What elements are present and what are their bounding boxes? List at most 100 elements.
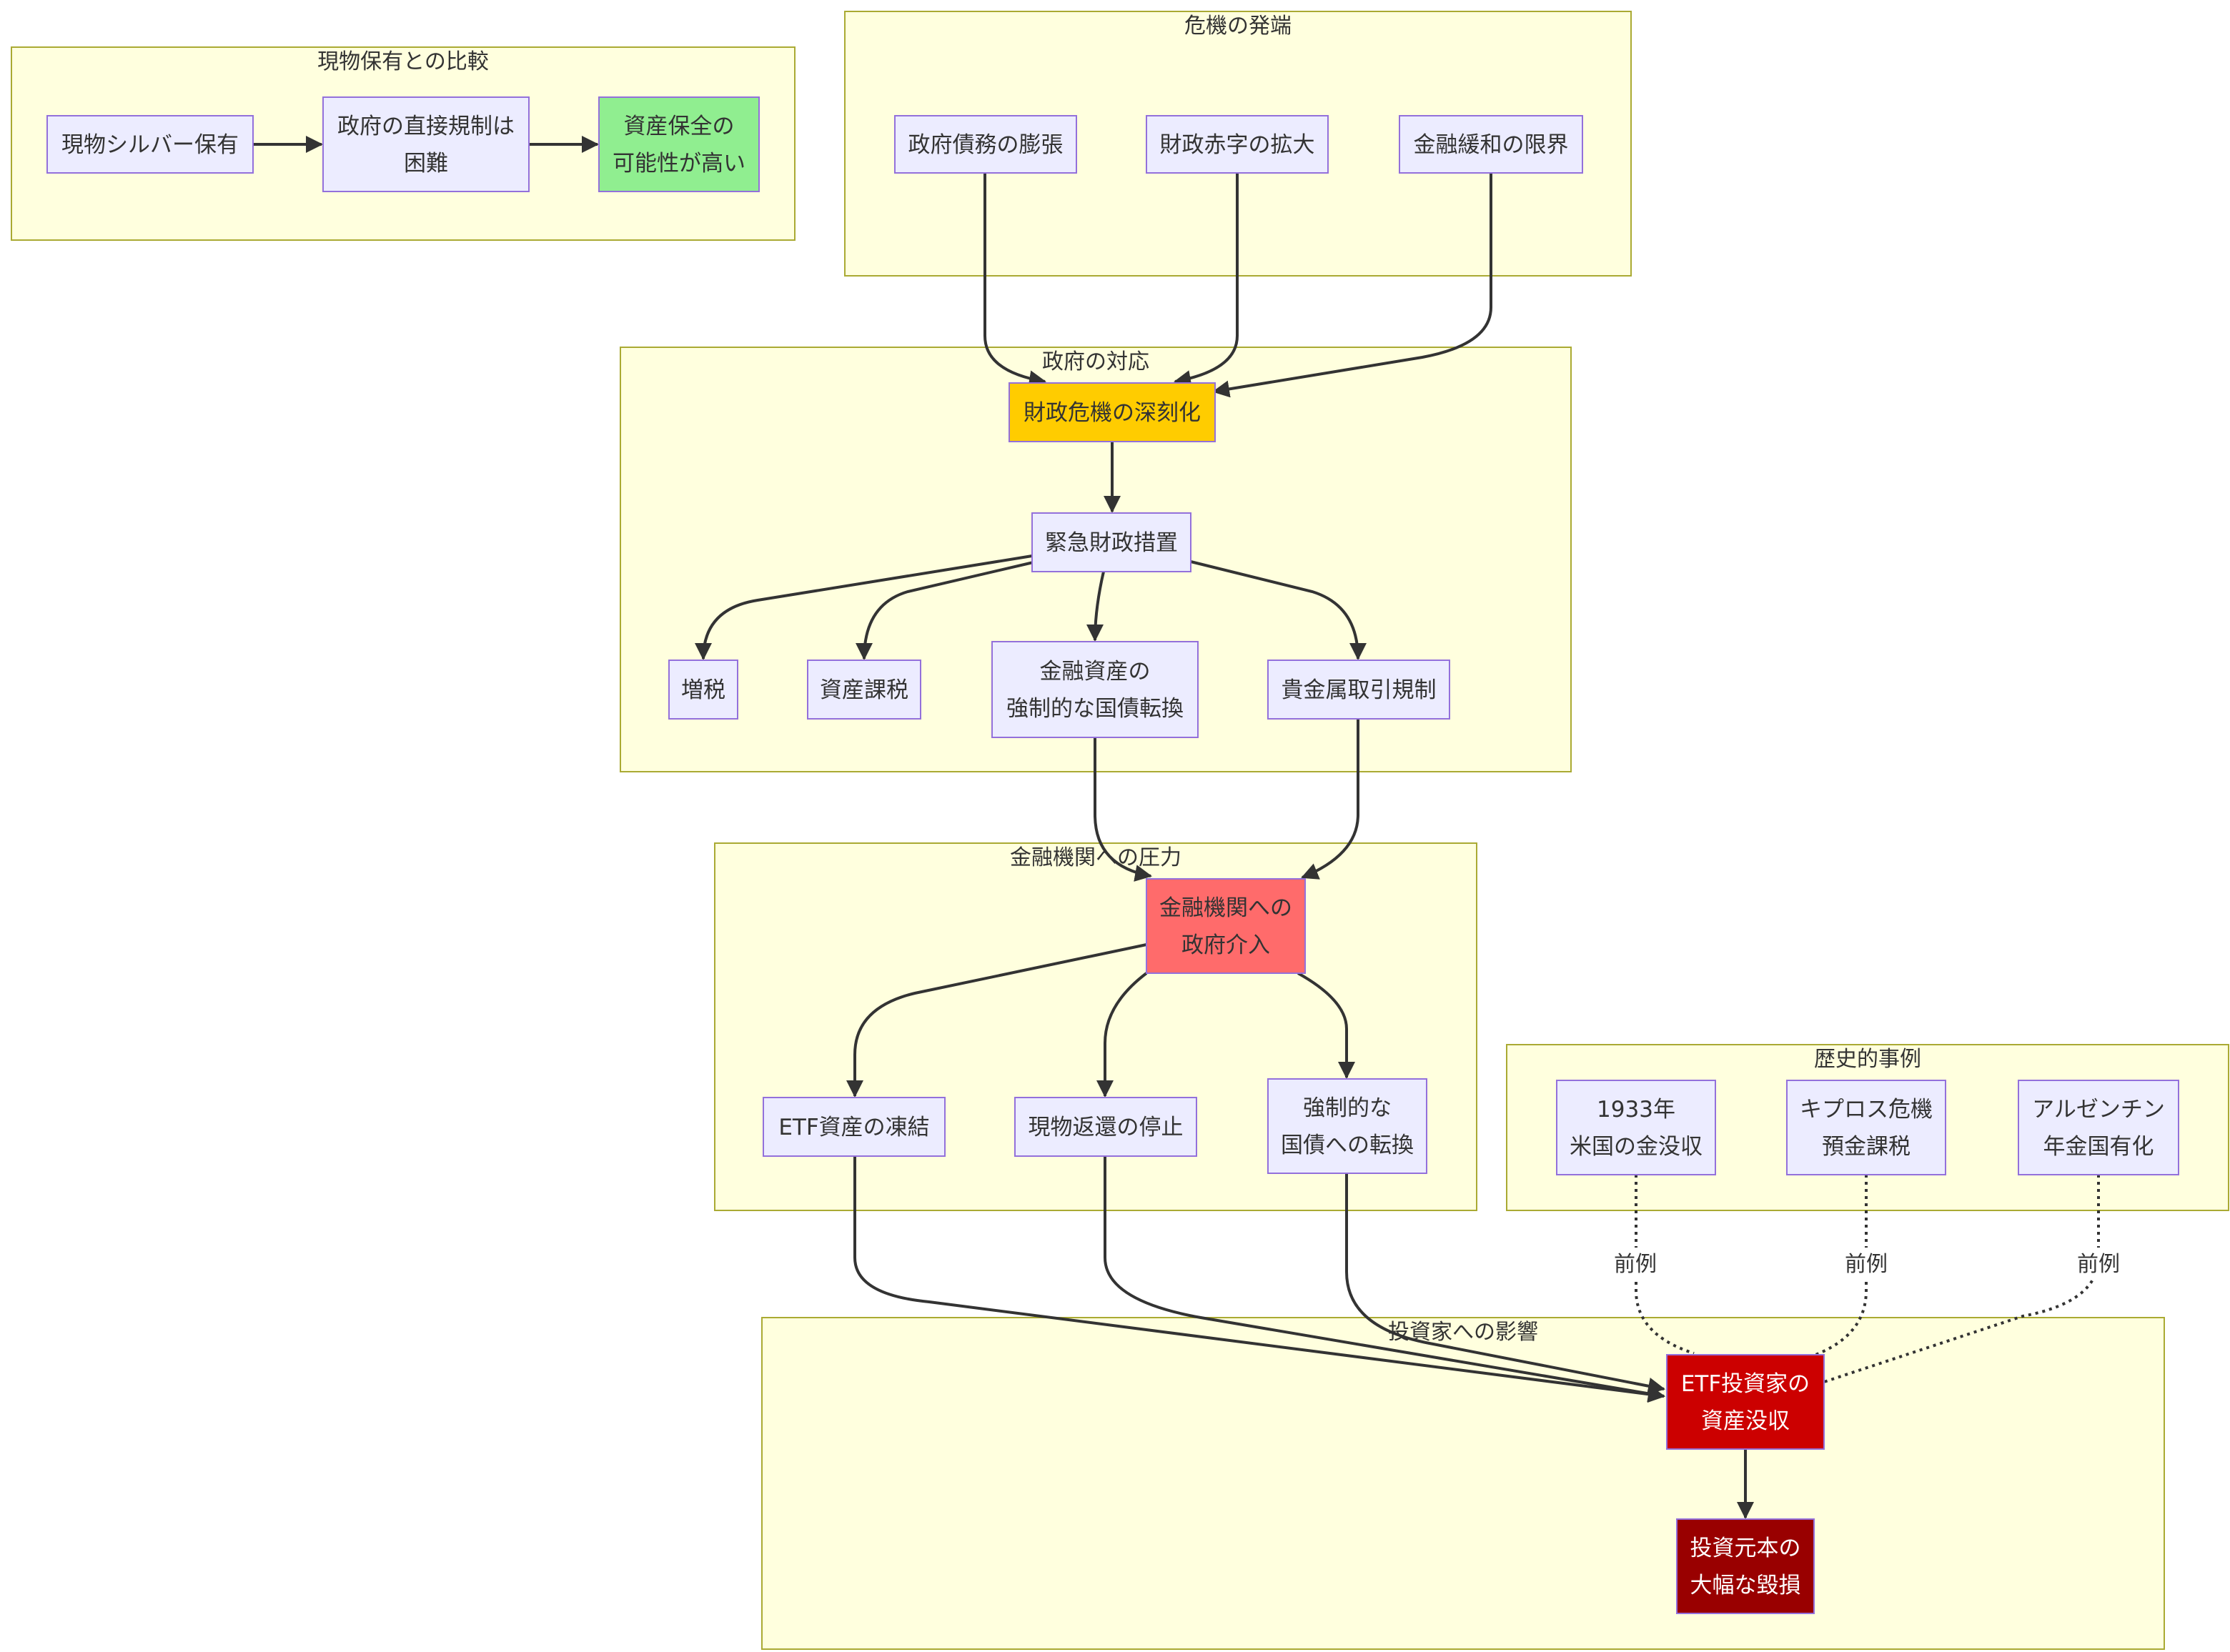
node-deficit: 財政赤字の拡大 (1146, 115, 1329, 174)
node-label: キプロス危機 (1800, 1097, 1933, 1123)
node-box (1146, 878, 1306, 974)
node-label: 政府債務の膨張 (908, 132, 1064, 158)
node-label: 貴金属取引規制 (1282, 677, 1437, 703)
cluster-box (761, 1317, 2165, 1650)
edge-label-text: 前例 (1614, 1252, 1657, 1277)
node-label: 預金課税 (1822, 1134, 1911, 1160)
node-box (894, 115, 1077, 174)
node-label: 投資元本の (1690, 1536, 1801, 1561)
node-box (1399, 115, 1583, 174)
node-label: 大幅な毀損 (1690, 1573, 1801, 1598)
node-box (2018, 1080, 2179, 1175)
node-box (1014, 1097, 1197, 1157)
edge-emergency-to-forcedconv (1086, 571, 1105, 642)
edge-halt-to-confiscation (1104, 1156, 1665, 1403)
node-box (991, 641, 1199, 738)
node-label: 政府の直接規制は (337, 114, 515, 139)
node-emergency: 緊急財政措置 (1031, 512, 1191, 572)
node-easing: 金融緩和の限界 (1399, 115, 1583, 174)
node-label: 国債への転換 (1281, 1133, 1414, 1158)
edge-deficit-to-crisis (1174, 173, 1239, 387)
edge-freeze-to-confiscation (853, 1156, 1665, 1403)
edge-labels-layer: 前例 前例 前例 (1610, 1248, 2124, 1279)
node-label: 財政赤字の拡大 (1160, 132, 1315, 158)
edge-emergency-to-assettax (856, 560, 1037, 660)
node-label: 資産没収 (1701, 1408, 1790, 1434)
node-physical: 現物シルバー保有 (46, 115, 254, 174)
cluster-impact: 投資家への影響 (761, 1317, 2165, 1650)
node-box (668, 660, 738, 720)
edge-label-argentina: 前例 (2073, 1248, 2124, 1279)
node-label: 強制的な (1303, 1095, 1392, 1121)
node-box (1267, 1078, 1427, 1174)
node-assettax: 資産課税 (807, 660, 921, 720)
node-label: 困難 (404, 151, 448, 176)
node-box (1786, 1080, 1946, 1175)
node-label: 年金国有化 (2043, 1134, 2154, 1160)
node-box (1031, 512, 1191, 572)
edge-emergency-to-tax (695, 554, 1033, 660)
node-box (1009, 382, 1216, 442)
node-label: 現物返還の停止 (1029, 1115, 1184, 1140)
edge-label-background (1840, 1248, 1892, 1279)
node-label: 財政危機の深刻化 (1024, 400, 1201, 426)
cluster-title: 歴史的事例 (1814, 1047, 1921, 1072)
cluster-title: 金融機関への圧力 (1010, 845, 1181, 870)
edge-debt-to-crisis (983, 173, 1046, 388)
node-box (1666, 1354, 1825, 1450)
edge-intervention-to-halt (1096, 972, 1148, 1098)
node-label: 強制的な国債転換 (1006, 696, 1184, 722)
edge-metalreg-to-intervention (1301, 719, 1359, 880)
node-label: 米国の金没収 (1570, 1134, 1703, 1160)
edge-label-us1933: 前例 (1610, 1248, 1661, 1279)
node-box (322, 96, 530, 192)
node-label: 政府介入 (1181, 932, 1270, 958)
node-debt: 政府債務の膨張 (894, 115, 1077, 174)
node-label: 資産課税 (820, 677, 908, 703)
cluster-title: 危機の発端 (1184, 14, 1292, 39)
node-label: 1933年 (1597, 1097, 1675, 1123)
node-label: 資産保全の (624, 114, 735, 139)
edge-emergency-to-metalreg (1190, 560, 1367, 660)
node-tax: 増税 (668, 660, 738, 720)
edges-layer (253, 136, 2100, 1519)
node-box (598, 96, 760, 192)
cluster-title: 投資家への影響 (1388, 1320, 1538, 1345)
node-label: 金融緩和の限界 (1414, 132, 1569, 158)
node-box (1556, 1080, 1716, 1175)
edge-label-text: 前例 (1845, 1252, 1888, 1277)
cluster-title: 現物保有との比較 (317, 49, 489, 74)
node-box (1676, 1518, 1815, 1614)
node-label: ETF資産の凍結 (778, 1115, 929, 1140)
node-halt: 現物返還の停止 (1014, 1097, 1197, 1157)
node-box (763, 1097, 946, 1157)
edge-label-background (1610, 1248, 1661, 1279)
node-box (1146, 115, 1329, 174)
node-label: 緊急財政措置 (1045, 530, 1178, 556)
node-label: 金融機関への (1159, 895, 1292, 921)
edge-label-text: 前例 (2077, 1252, 2120, 1277)
edge-label-background (2073, 1248, 2124, 1279)
edge-intervention-to-freeze (846, 943, 1147, 1098)
edge-bondconv-to-confiscation (1345, 1173, 1665, 1395)
node-crisis: 財政危機の深刻化 (1009, 382, 1216, 442)
node-box (1267, 660, 1450, 720)
edge-intervention-to-bondconv (1297, 972, 1355, 1079)
edge-label-cyprus: 前例 (1840, 1248, 1892, 1279)
node-box (807, 660, 921, 720)
node-label: 増税 (681, 677, 725, 703)
node-box (46, 115, 254, 174)
node-label: ETF投資家の (1681, 1371, 1810, 1397)
node-metalreg: 貴金属取引規制 (1267, 660, 1450, 720)
